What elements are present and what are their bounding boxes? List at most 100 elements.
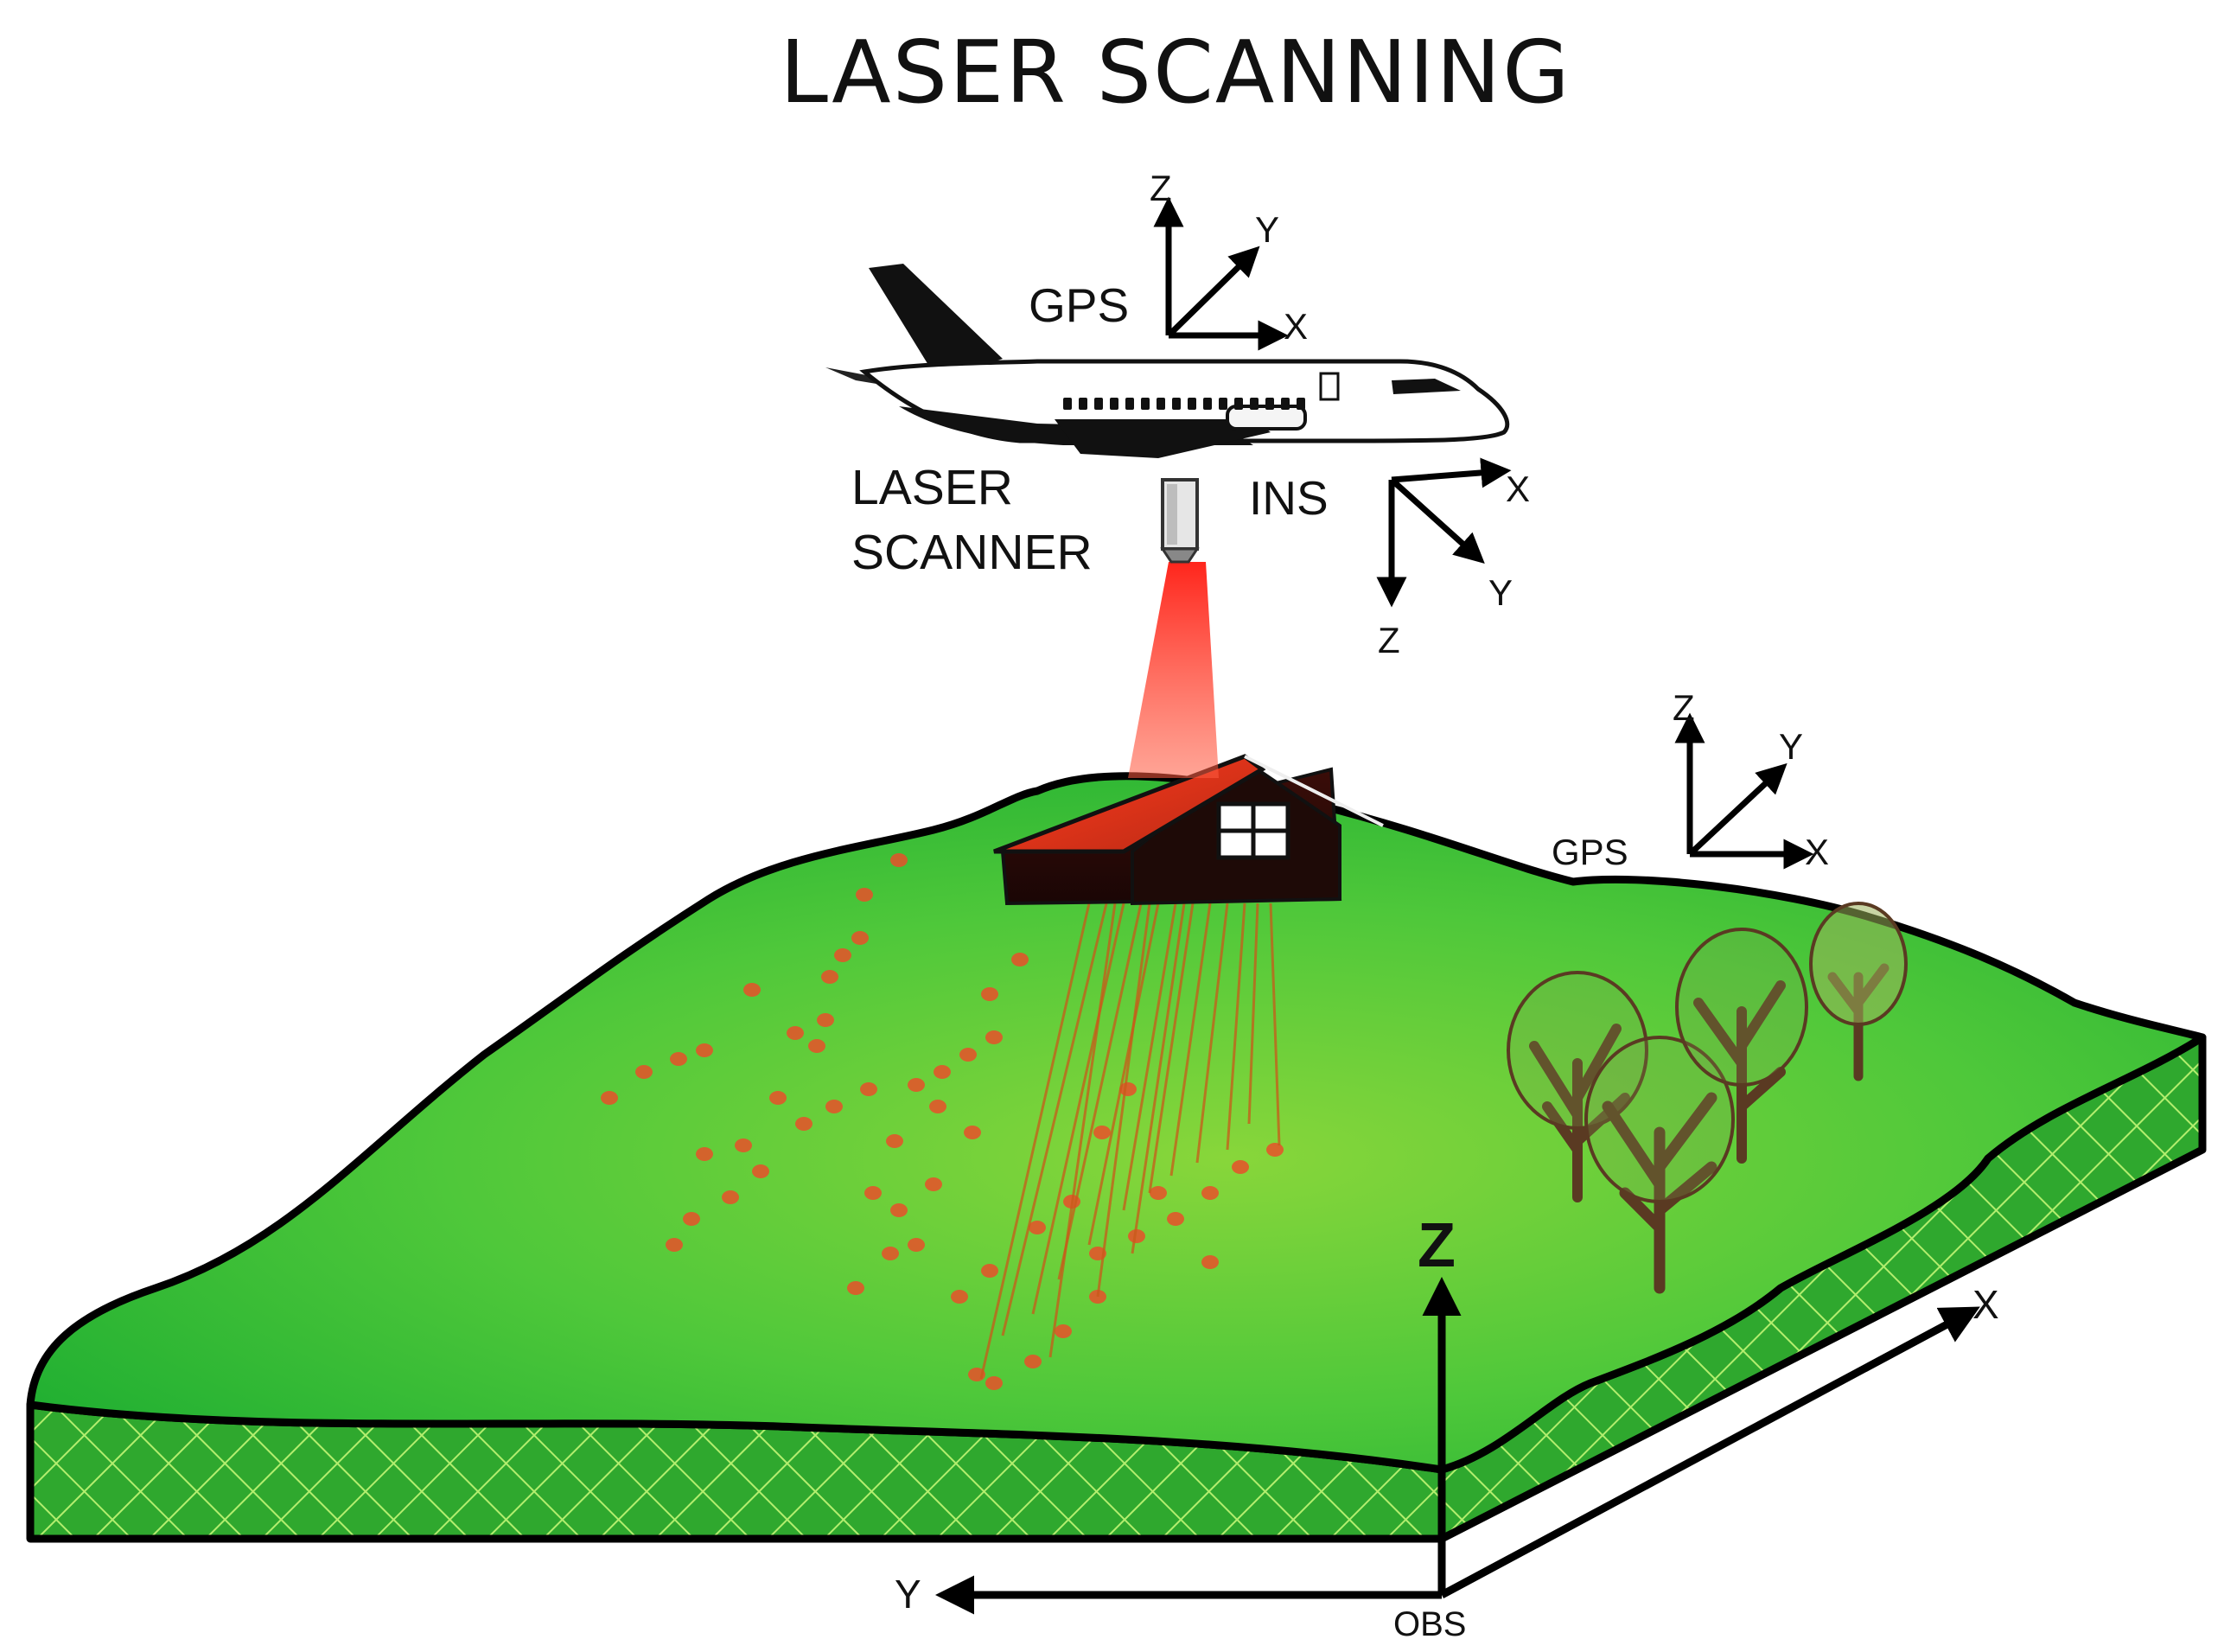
aircraft [825, 264, 1510, 458]
laser-point [1266, 1143, 1284, 1157]
aircraft-window [1265, 398, 1274, 410]
laser-point [817, 1013, 834, 1027]
laser-beam-cone [1128, 562, 1219, 778]
laser-ray [1031, 903, 1125, 1315]
laser-ray [979, 903, 1091, 1380]
ground-gps-label: GPS [1552, 832, 1628, 872]
aircraft-window [1219, 398, 1227, 410]
laser-point [985, 1030, 1003, 1044]
laser-point [795, 1117, 812, 1131]
laser-ray [1195, 903, 1229, 1164]
laser-point [722, 1190, 739, 1204]
laser-point [1055, 1324, 1072, 1338]
laser-point [601, 1091, 618, 1105]
laser-ray [1247, 903, 1259, 1125]
tree-icon [1809, 902, 1908, 1081]
laser-point-cloud [601, 853, 1284, 1390]
laser-point [851, 931, 869, 945]
laser-point [735, 1139, 752, 1152]
aircraft-window [1157, 398, 1165, 410]
laser-ray [1169, 903, 1212, 1177]
axis-x-label: X [1506, 469, 1530, 509]
laser-point [964, 1126, 981, 1139]
aircraft-windows [1063, 398, 1305, 410]
laser-point [1029, 1221, 1046, 1234]
axis-x-label: X [1972, 1282, 1999, 1327]
laser-point [666, 1238, 683, 1252]
aircraft-window [1125, 398, 1134, 410]
window-icon [1216, 801, 1290, 860]
ins-axes: X Y Z [1376, 457, 1530, 660]
laser-point [752, 1164, 769, 1178]
laser-point [864, 1186, 882, 1200]
tree-icon [1584, 1036, 1735, 1294]
laser-ray [1269, 903, 1281, 1146]
laser-point [696, 1147, 713, 1161]
laser-point [886, 1134, 903, 1148]
aircraft-cockpit [1392, 379, 1461, 394]
laser-ray [1001, 903, 1108, 1336]
laser-point [981, 987, 998, 1001]
laser-scanner-label-line1: LASER [851, 460, 1013, 515]
aircraft-window [1203, 398, 1212, 410]
laser-ray [1096, 903, 1151, 1298]
ins-label: INS [1249, 471, 1329, 525]
laser-point [1093, 1126, 1111, 1139]
aircraft-window [1110, 398, 1118, 410]
laser-point [821, 970, 838, 984]
trees-group [1507, 902, 1908, 1294]
diagram-title: LASER SCANNING [780, 22, 1571, 123]
laser-point [925, 1177, 942, 1191]
laser-ray [1148, 903, 1195, 1194]
aircraft-window [1297, 398, 1305, 410]
laser-point [929, 1100, 946, 1113]
terrain-block [26, 772, 2207, 1543]
laser-point [890, 853, 908, 867]
house-roof-edge [1244, 755, 1384, 827]
axis-x-label: X [1805, 832, 1829, 872]
laser-ray [1226, 903, 1246, 1151]
aircraft-gps-label: GPS [1029, 278, 1129, 332]
axis-y-label: Y [895, 1572, 921, 1617]
laser-point [769, 1091, 787, 1105]
axis-z-label: Z [1150, 168, 1172, 208]
tree-icon [1507, 971, 1648, 1202]
laser-ray [1057, 903, 1143, 1280]
aircraft-window [1281, 398, 1290, 410]
laser-point [908, 1078, 925, 1092]
laser-scanner-label-line2: SCANNER [851, 525, 1093, 580]
laser-point [1232, 1160, 1249, 1174]
aircraft-window [1079, 398, 1087, 410]
laser-point [847, 1281, 864, 1295]
laser-point [1150, 1186, 1167, 1200]
laser-point [985, 1376, 1003, 1390]
laser-scanner-unit [1160, 478, 1200, 564]
house [993, 754, 1384, 906]
aircraft-gps-axes: Z Y X [1150, 168, 1308, 351]
laser-point [1128, 1229, 1145, 1243]
laser-point [1011, 953, 1029, 966]
house-roof [993, 754, 1266, 854]
aircraft-door [1319, 372, 1340, 401]
laser-point [1167, 1212, 1184, 1226]
laser-ray [1122, 903, 1177, 1211]
laser-ray [1048, 903, 1117, 1358]
axis-y-label: Y [1255, 209, 1279, 250]
aircraft-window [1063, 398, 1072, 410]
axis-z-label: Z [1378, 620, 1400, 660]
laser-ray [1087, 903, 1160, 1246]
origin-label: OBS [1393, 1605, 1466, 1643]
aircraft-tail [869, 264, 1003, 380]
axis-z-label: Z [1418, 1211, 1456, 1280]
laser-point [890, 1203, 908, 1217]
aircraft-window [1141, 398, 1150, 410]
axis-y-label: Y [1488, 572, 1513, 613]
laser-point [683, 1212, 700, 1226]
laser-point [787, 1026, 804, 1040]
laser-return-rays [979, 903, 1281, 1380]
laser-point [670, 1052, 687, 1066]
ground-gps-axes: Z Y X [1673, 687, 1829, 872]
laser-point [856, 888, 873, 902]
laser-point [696, 1043, 713, 1057]
tree-icon [1675, 928, 1808, 1164]
